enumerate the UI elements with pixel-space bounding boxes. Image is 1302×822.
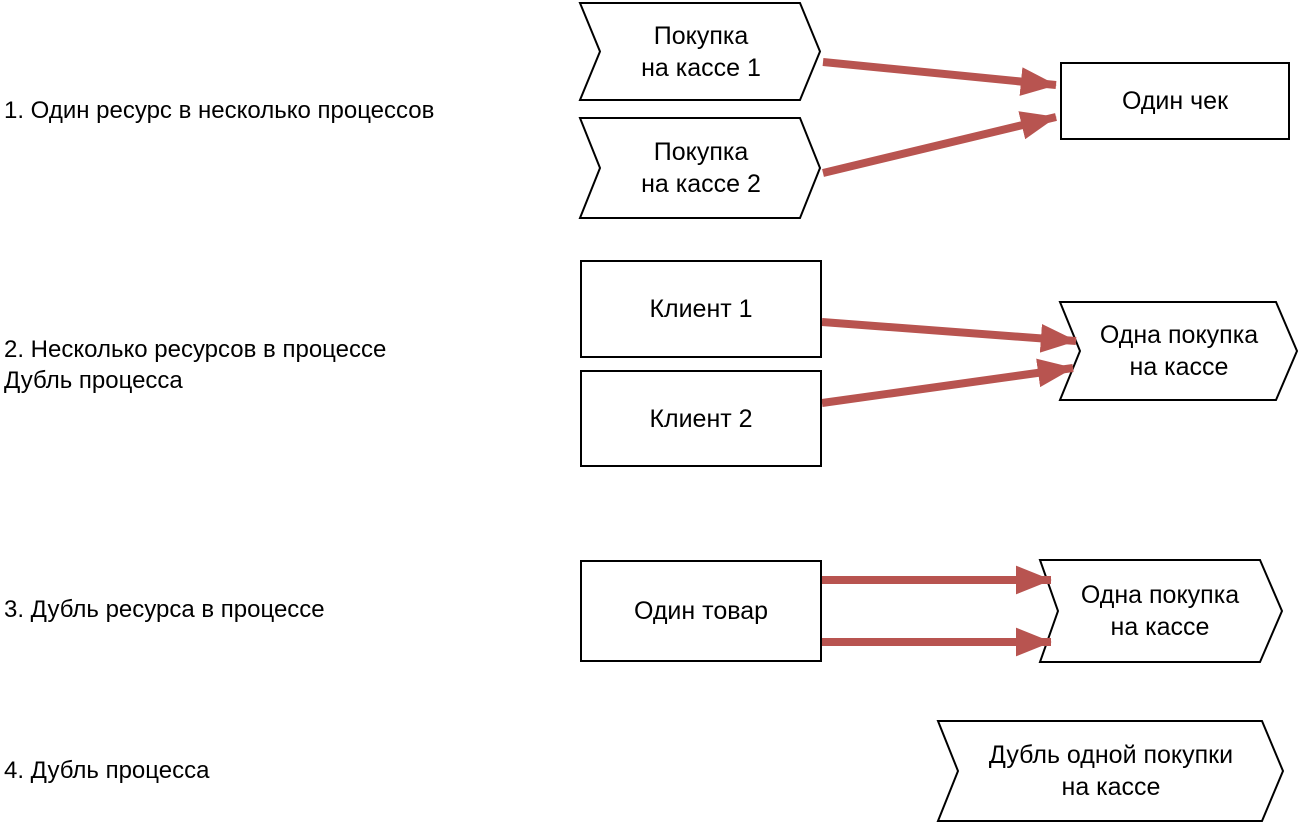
process-purchase-2-line2: на кассе 2 — [641, 170, 761, 198]
process-one-purchase-row2-text: Одна покупка на кассе — [1082, 302, 1276, 400]
process-one-purchase-row3-line1: Одна покупка — [1080, 581, 1240, 609]
process-purchase-2-text: Покупка на кассе 2 — [600, 118, 802, 218]
process-duplicate-purchase-text: Дубль одной покупки на кассе — [958, 721, 1264, 821]
process-purchase-1-text: Покупка на кассе 1 — [600, 3, 802, 100]
row1-label-text: 1. Один ресурс в несколько процессов — [4, 97, 435, 124]
row2-label-line1: 2. Несколько ресурсов в процессе — [4, 336, 387, 363]
process-one-purchase-row3-line2: на кассе — [1110, 613, 1210, 641]
row2-label: 2. Несколько ресурсов в процессе Дубль п… — [4, 334, 386, 396]
process-shape-one-purchase-row2 — [1058, 301, 1299, 401]
resource-box-product-text: Один товар — [633, 597, 769, 625]
process-duplicate-purchase-line2: на кассе — [1061, 773, 1161, 801]
process-duplicate-purchase-line1: Дубль одной покупки — [988, 741, 1234, 769]
process-shape-purchase-register-1 — [578, 1, 822, 101]
row1-label: 1. Один ресурс в несколько процессов — [4, 95, 434, 126]
process-one-purchase-row2-line2: на кассе — [1129, 353, 1229, 381]
row4-label: 4. Дубль процесса — [4, 755, 209, 786]
arrow-purchase2-to-receipt — [822, 111, 1057, 177]
resource-box-receipt: Один чек — [1060, 62, 1290, 140]
process-shape-duplicate-purchase — [936, 720, 1285, 822]
arrow-purchase1-to-receipt — [822, 58, 1057, 96]
process-purchase-1-line1: Покупка — [653, 21, 749, 50]
process-one-purchase-row2-line1: Одна покупка — [1099, 321, 1259, 349]
arrow-client1-to-purchase — [821, 318, 1077, 353]
row2-label-line2: Дубль процесса — [4, 367, 183, 394]
row3-label: 3. Дубль ресурса в процессе — [4, 594, 325, 625]
process-shape-one-purchase-row3 — [1038, 559, 1284, 663]
arrow-client2-to-purchase — [821, 358, 1074, 407]
resource-box-client-1-text: Клиент 1 — [649, 295, 753, 323]
resource-box-client-2-text: Клиент 2 — [649, 404, 753, 433]
resource-box-client-1: Клиент 1 — [580, 260, 822, 358]
row3-label-text: 3. Дубль ресурса в процессе — [4, 596, 325, 623]
process-purchase-1-line2: на кассе 1 — [641, 53, 761, 82]
process-shape-purchase-register-2 — [578, 117, 822, 219]
resource-box-client-2: Клиент 2 — [580, 370, 822, 467]
resource-box-receipt-text: Один чек — [1121, 87, 1229, 115]
resource-box-product: Один товар — [580, 560, 822, 662]
process-one-purchase-row3-text: Одна покупка на кассе — [1060, 560, 1260, 662]
row4-label-text: 4. Дубль процесса — [4, 757, 210, 784]
process-purchase-2-line1: Покупка — [653, 138, 749, 166]
